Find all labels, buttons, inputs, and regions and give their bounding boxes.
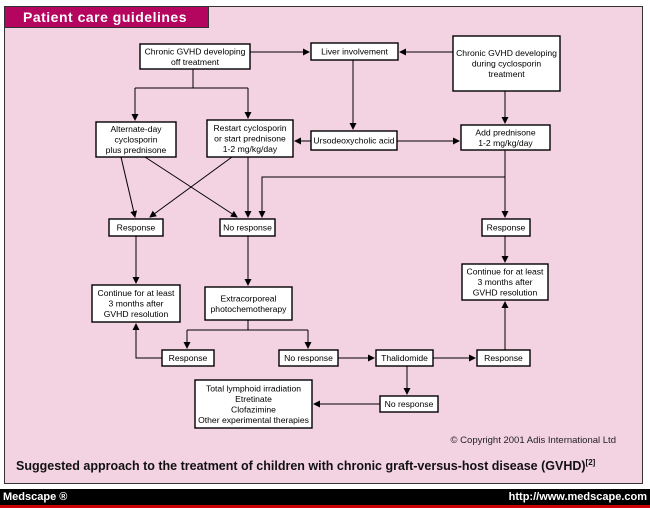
node-label: Response bbox=[484, 353, 523, 363]
node-liver: Liver involvement bbox=[310, 42, 399, 61]
node-thalidomide: Thalidomide bbox=[375, 349, 434, 367]
node-label: treatment bbox=[488, 69, 525, 79]
node-box bbox=[278, 349, 339, 367]
node-label: off treatment bbox=[171, 57, 220, 67]
connector-ecp-split bbox=[187, 320, 308, 331]
node-label: plus prednisone bbox=[106, 145, 167, 155]
connectors bbox=[120, 48, 509, 408]
node-label: 3 months after bbox=[478, 277, 533, 287]
node-box bbox=[310, 42, 399, 61]
node-label: Other experimental therapies bbox=[198, 415, 309, 425]
connector-off-split bbox=[135, 69, 248, 89]
node-label: Ursodeoxycholic acid bbox=[313, 136, 394, 146]
node-label: 1-2 mg/kg/day bbox=[223, 144, 278, 154]
node-no-response-thal: No response bbox=[379, 395, 439, 413]
node-label: No response bbox=[284, 353, 333, 363]
node-label: GVHD resolution bbox=[104, 309, 169, 319]
node-box bbox=[91, 284, 181, 323]
node-label: Liver involvement bbox=[321, 47, 388, 57]
node-response-left: Response bbox=[108, 218, 164, 237]
node-box bbox=[206, 119, 294, 158]
caption-reference: [2] bbox=[585, 458, 596, 467]
footer-accent bbox=[0, 505, 650, 508]
node-label: cyclosporin bbox=[115, 135, 158, 145]
footer-bar: Medscape ® http://www.medscape.com bbox=[0, 489, 650, 505]
node-label: Response bbox=[117, 223, 156, 233]
node-label: Continue for at least bbox=[98, 288, 176, 298]
node-label: No response bbox=[385, 399, 434, 409]
node-label: Thalidomide bbox=[381, 353, 428, 363]
node-response-right: Response bbox=[481, 218, 531, 237]
node-label: or start prednisone bbox=[214, 134, 286, 144]
node-urso: Ursodeoxycholic acid bbox=[310, 130, 398, 151]
footer-brand: Medscape ® bbox=[3, 491, 68, 503]
copyright-notice: © Copyright 2001 Adis International Ltd bbox=[450, 435, 616, 446]
arrow-alternate-to-response bbox=[120, 156, 138, 218]
node-no-response-mid: No response bbox=[219, 218, 276, 237]
arrow-prednisone-to-noresponse bbox=[258, 176, 505, 218]
node-box bbox=[481, 218, 531, 237]
node-label: Clofazimine bbox=[231, 404, 276, 414]
node-label: Restart cyclosporin bbox=[213, 123, 286, 133]
node-no-response-bottom: No response bbox=[278, 349, 339, 367]
node-box bbox=[476, 349, 531, 367]
node-box bbox=[139, 43, 251, 70]
node-label: No response bbox=[223, 223, 272, 233]
node-label: Extracorporeal bbox=[221, 293, 277, 303]
node-box bbox=[194, 379, 313, 429]
node-label: Response bbox=[169, 353, 208, 363]
node-label: Chronic GVHD developing bbox=[456, 48, 557, 58]
node-box bbox=[95, 121, 177, 158]
node-box bbox=[375, 349, 434, 367]
node-box bbox=[379, 395, 439, 413]
arrow-restart-to-response bbox=[149, 156, 233, 218]
arrow-response-to-continue-left bbox=[132, 323, 162, 359]
node-label: Etretinate bbox=[235, 394, 272, 404]
node-box bbox=[461, 263, 549, 301]
node-response-thal: Response bbox=[476, 349, 531, 367]
node-label: during cyclosporin bbox=[472, 59, 541, 69]
node-label: 1-2 mg/kg/day bbox=[478, 138, 533, 148]
node-box bbox=[452, 35, 561, 92]
node-label: photochemotherapy bbox=[211, 304, 288, 314]
node-label: Total lymphoid irradiation bbox=[206, 383, 301, 393]
node-other-therapies: Total lymphoid irradiationEtretinateClof… bbox=[194, 379, 313, 429]
node-label: Continue for at least bbox=[467, 267, 545, 277]
node-label: Response bbox=[487, 223, 526, 233]
node-label: Chronic GVHD developing bbox=[145, 46, 246, 56]
node-box bbox=[310, 130, 398, 151]
footer-url[interactable]: http://www.medscape.com bbox=[508, 491, 647, 503]
node-label: Add prednisone bbox=[475, 127, 535, 137]
node-box bbox=[108, 218, 164, 237]
node-response-bottom: Response bbox=[161, 349, 215, 367]
caption-text: Suggested approach to the treatment of c… bbox=[16, 459, 586, 474]
node-box bbox=[460, 124, 551, 151]
node-label: 3 months after bbox=[109, 299, 164, 309]
node-label: Alternate-day bbox=[110, 124, 162, 134]
node-label: GVHD resolution bbox=[473, 288, 538, 298]
node-box bbox=[204, 286, 293, 321]
node-box bbox=[161, 349, 215, 367]
node-box bbox=[219, 218, 276, 237]
banner-title: Patient care guidelines bbox=[5, 7, 209, 28]
figure-caption: Suggested approach to the treatment of c… bbox=[16, 458, 595, 473]
